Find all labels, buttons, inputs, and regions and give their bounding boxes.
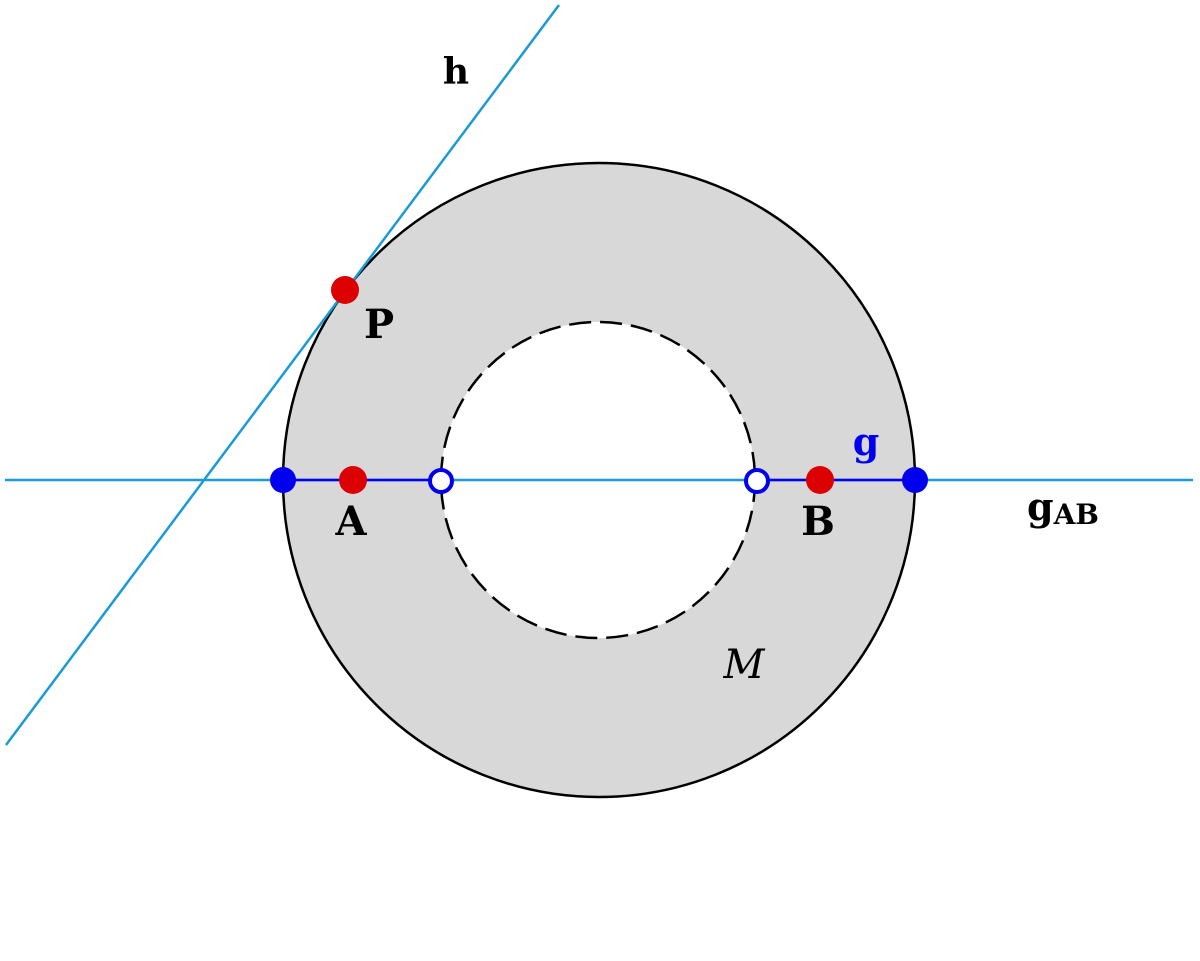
label-g-ab: gAB (1027, 484, 1099, 531)
label-g-ab-main: g (1027, 484, 1054, 529)
label-p: P (364, 301, 394, 348)
label-m: M (723, 642, 766, 688)
outer-right-endpoint-point (902, 467, 928, 493)
point-a (339, 466, 367, 494)
line-h (4, 4, 561, 746)
label-a: A (334, 498, 367, 545)
label-g-ab-subscript: AB (1053, 498, 1099, 531)
inner-left-endpoint-point (428, 468, 454, 494)
label-g: g (853, 419, 880, 464)
annulus-region-m (283, 163, 915, 797)
outer-left-endpoint-point (270, 467, 296, 493)
point-p (331, 276, 359, 304)
inner-right-endpoint-point (744, 468, 770, 494)
point-b (806, 466, 834, 494)
label-b: B (801, 498, 835, 545)
label-h: h (443, 51, 469, 93)
